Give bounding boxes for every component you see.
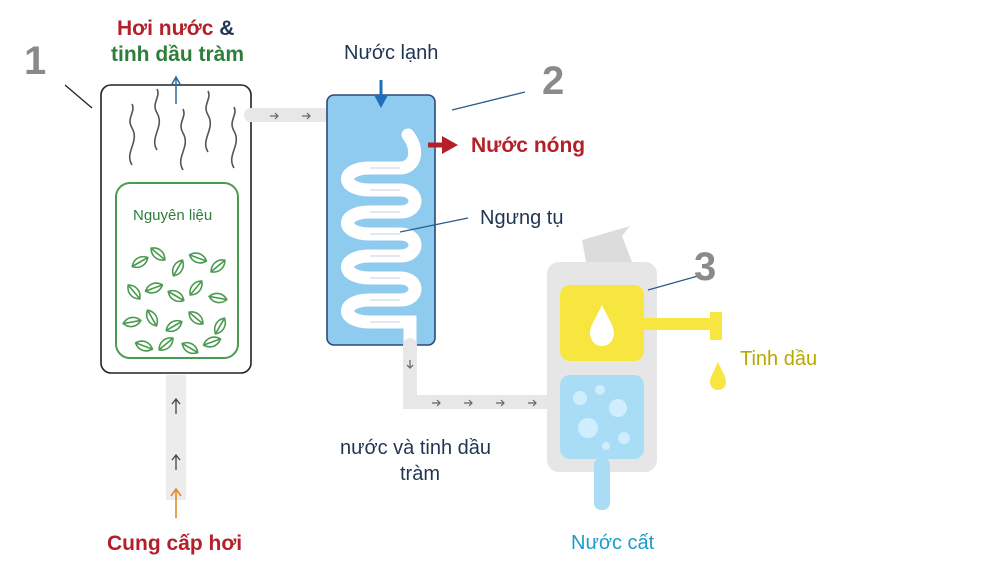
step1-pointer [64,84,93,109]
condenser-coil [341,128,422,352]
leaf-icon [202,336,222,348]
leaf-icon [134,340,154,352]
leaf-icon [127,284,141,300]
steam-oil-label-line1: Hơi nước & [117,17,234,41]
leaf-icon [208,292,228,304]
oil-drop-icon [590,305,614,346]
leaf-icon [158,337,174,351]
leaf-icon [150,247,166,261]
leaf-icon [167,289,185,303]
leaf-icon [188,252,208,264]
leaf-icon [171,259,185,277]
step-number-3: 3 [694,245,717,289]
ampersand: & [213,17,235,40]
distilled-water-label: Nước cất [571,532,655,554]
leaf-icon [188,311,204,325]
leaf-icon [181,341,199,355]
leaf-icon [165,319,183,333]
leaf-icon [189,280,203,296]
oil-droplet-icon [710,362,726,390]
leaf-icon [122,316,142,328]
step2-pointer [451,91,526,111]
steam-up-arrow [171,75,181,104]
outlet-pipe [403,338,555,409]
condense-pointer [399,217,469,233]
step3-pointer [647,275,699,291]
condense-label: Ngưng tụ [480,207,564,229]
cold-water-arrow-head [374,95,388,108]
cold-water-label: Nước lạnh [344,42,439,64]
steam-supply-arrow [170,487,182,518]
hot-water-label: Nước nóng [471,134,586,157]
leaf-icon [213,317,227,335]
leaf-cluster [122,247,228,355]
distilled-water-outlet [594,458,610,510]
leaf-icon [145,309,159,327]
step-number-2: 2 [542,59,565,103]
hot-water-arrow-head [442,136,458,154]
water-bubbles [573,385,630,450]
leaf-icon [144,282,164,294]
step-number-1: 1 [24,39,47,83]
separator-top-tube [582,226,632,262]
raw-material-label: Nguyên liệu [133,207,213,224]
oil-outlet-pipe [644,312,722,340]
essential-oil-label: Tinh dầu [740,348,818,370]
water-oil-label-line2: tràm [400,463,440,485]
pipe-arrows-bottom [406,360,537,407]
pipe-arrows-supply [171,397,181,470]
leaf-icon [210,259,226,273]
steam-label: Hơi nước [117,17,214,40]
water-oil-label-line1: nước và tinh dầu [340,437,492,459]
steam-supply-pipe [166,375,186,500]
leaf-icon [131,255,149,269]
steam-wisps [128,88,238,171]
steam-supply-label: Cung cấp hơi [107,532,243,555]
steam-oil-label-line2: tinh dầu tràm [111,43,245,66]
